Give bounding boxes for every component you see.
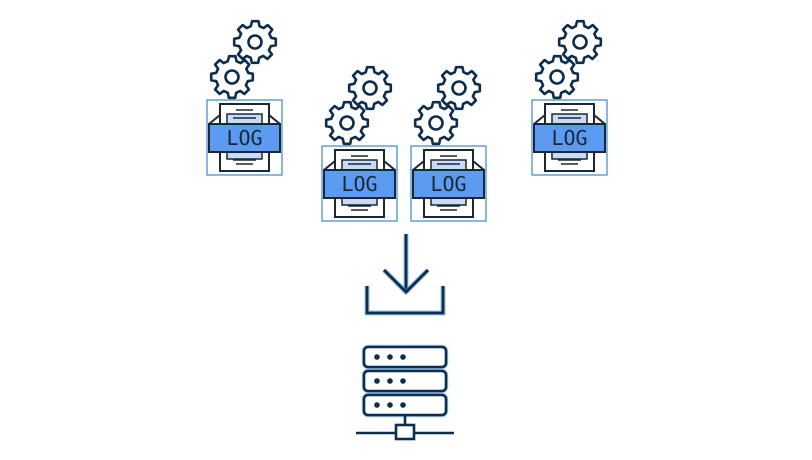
gears-icon	[324, 65, 393, 146]
log-label: LOG	[341, 172, 377, 196]
log-file-icon: LOG	[208, 103, 281, 172]
flap	[323, 160, 336, 171]
status-light	[374, 378, 380, 384]
flap	[383, 160, 396, 171]
log-source: LOG	[206, 19, 283, 176]
gears-icon	[534, 19, 603, 100]
flap	[208, 114, 221, 125]
log-banner	[323, 169, 396, 199]
log-source: LOG	[321, 65, 398, 222]
log-file-icon: LOG	[323, 149, 396, 218]
gear-icon	[347, 65, 393, 111]
log-file-icon: LOG	[533, 103, 606, 172]
arrow-head	[383, 269, 429, 294]
download-tray-icon	[364, 234, 446, 316]
server-network-icon	[356, 344, 454, 441]
flap	[412, 160, 425, 171]
status-light	[387, 378, 393, 384]
flap	[533, 114, 546, 125]
log-source: LOG	[531, 19, 608, 176]
selection-box	[410, 145, 487, 222]
gear-icon	[557, 19, 603, 65]
selection-box	[531, 99, 608, 176]
tray	[365, 286, 445, 315]
log-banner	[412, 169, 485, 199]
status-light	[400, 378, 406, 384]
gear-icon	[436, 65, 482, 111]
flap	[268, 114, 281, 125]
status-light	[387, 402, 393, 408]
gear-icon	[232, 19, 278, 65]
log-banner	[533, 123, 606, 153]
flap	[472, 160, 485, 171]
status-light	[400, 354, 406, 360]
selection-box	[206, 99, 283, 176]
gear-icon	[413, 100, 459, 146]
status-light	[400, 402, 406, 408]
status-light	[374, 354, 380, 360]
log-label: LOG	[551, 126, 587, 150]
gear-icon	[209, 54, 255, 100]
log-file-icon: LOG	[412, 149, 485, 218]
gear-icon	[324, 100, 370, 146]
selection-box	[321, 145, 398, 222]
log-label: LOG	[430, 172, 466, 196]
gear-icon	[534, 54, 580, 100]
gears-icon	[413, 65, 482, 146]
log-banner	[208, 123, 281, 153]
network-node	[394, 423, 416, 441]
log-source: LOG	[410, 65, 487, 222]
gears-icon	[209, 19, 278, 100]
status-light	[374, 402, 380, 408]
flap	[593, 114, 606, 125]
log-label: LOG	[226, 126, 262, 150]
status-light	[387, 354, 393, 360]
